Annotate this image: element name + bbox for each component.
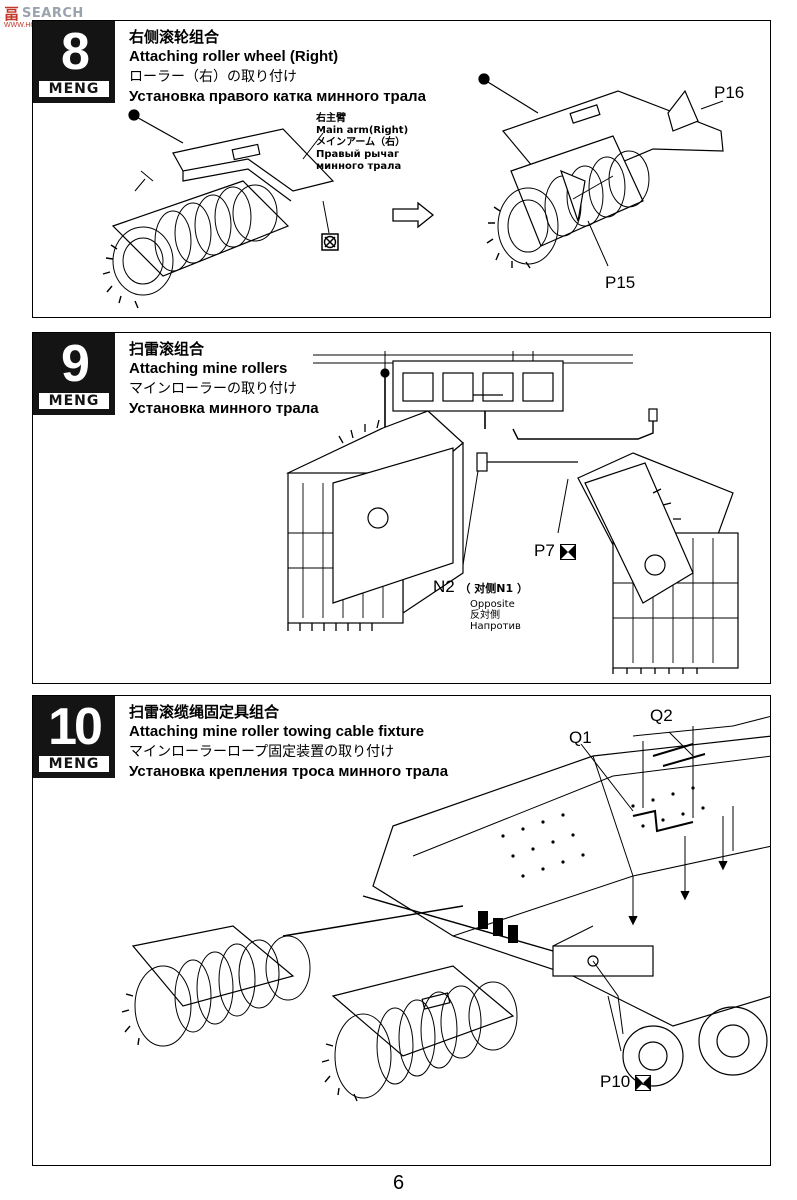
title-english: Attaching mine rollers [129,360,288,377]
callout-japanese: メインアーム（右） [316,137,406,148]
brand-logo: MENG [39,81,109,97]
step-title-block: 扫雷滚缆绳固定具组合 Attaching mine roller towing … [129,702,448,782]
n2-opposite-notes: Opposite 反対側 Напротив [470,599,521,632]
step-8-panel: 8 MENG 右侧滚轮组合 Attaching roller wheel (Ri… [32,20,771,318]
n2-label: N2 [433,577,455,596]
callout-chinese: 右主臂 [316,113,346,124]
n2-opposite-russian: Напротив [470,621,521,632]
callout-english: Main arm(Right) [316,125,409,136]
part-label-p10-text: P10 [600,1072,631,1091]
title-chinese: 扫雷滚组合 [129,340,205,358]
title-russian: Установка правого катка минного трала [129,88,426,105]
step-9-illustration [286,351,739,674]
callout-russian-line-1: Правый рычаг [316,149,400,160]
step-number: 10 [48,698,103,756]
title-japanese: ローラー（右）の取り付け [129,69,297,85]
step-number-badge: 8 MENG [33,21,115,103]
title-japanese: マインローラーの取り付け [129,381,297,397]
part-label-p7: P7 [534,541,576,561]
title-english: Attaching roller wheel (Right) [129,48,339,65]
part-label-p10: P10 [600,1072,652,1092]
title-russian: Установка крепления троса минного трала [129,763,449,780]
part-label-p15: P15 [605,273,636,292]
step-8-illustration [102,73,724,309]
title-chinese: 右侧滚轮组合 [129,28,220,46]
part-label-q2: Q2 [650,706,673,725]
bow-tie-icon [635,1074,652,1091]
watermark-logo-glyph: 畐 [4,4,20,23]
title-japanese: マインローラーロープ固定装置の取り付け [129,744,395,760]
bow-tie-icon [559,543,576,560]
main-arm-callout: 右主臂 Main arm(Right) メインアーム（右） Правый рыч… [316,113,408,173]
brand-logo: MENG [39,756,109,772]
step-9-panel: 9 MENG 扫雷滚组合 Attaching mine rollers マインロ… [32,332,771,684]
step-title-block: 右侧滚轮组合 Attaching roller wheel (Right) ロー… [129,27,426,107]
watermark-text: SEARCH [22,5,84,21]
step-10-illustration [121,715,770,1102]
n2-opposite-chinese: （ 对侧N1 ） [459,582,528,595]
step-number-badge: 9 MENG [33,333,115,415]
part-label-q1: Q1 [569,728,592,747]
step-number-badge: 10 MENG [33,696,115,778]
callout-russian-line-2: минного трала [316,161,402,172]
step-number: 8 [61,23,90,81]
part-label-p16: P16 [714,83,745,102]
page-number: 6 [392,1172,405,1194]
title-russian: Установка минного трала [129,400,319,417]
n2-opposite-english: Opposite [470,599,515,610]
title-english: Attaching mine roller towing cable fixtu… [129,723,425,740]
step-10-panel: 10 MENG 扫雷滚缆绳固定具组合 Attaching mine roller… [32,695,771,1166]
n2-callout: N2 （ 对侧N1 ） [433,577,528,597]
part-label-p7-text: P7 [534,541,555,560]
step-title-block: 扫雷滚组合 Attaching mine rollers マインローラーの取り付… [129,339,319,419]
title-chinese: 扫雷滚缆绳固定具组合 [129,703,280,721]
n2-opposite-japanese: 反対側 [470,610,500,621]
brand-logo: MENG [39,393,109,409]
step-number: 9 [61,335,90,393]
